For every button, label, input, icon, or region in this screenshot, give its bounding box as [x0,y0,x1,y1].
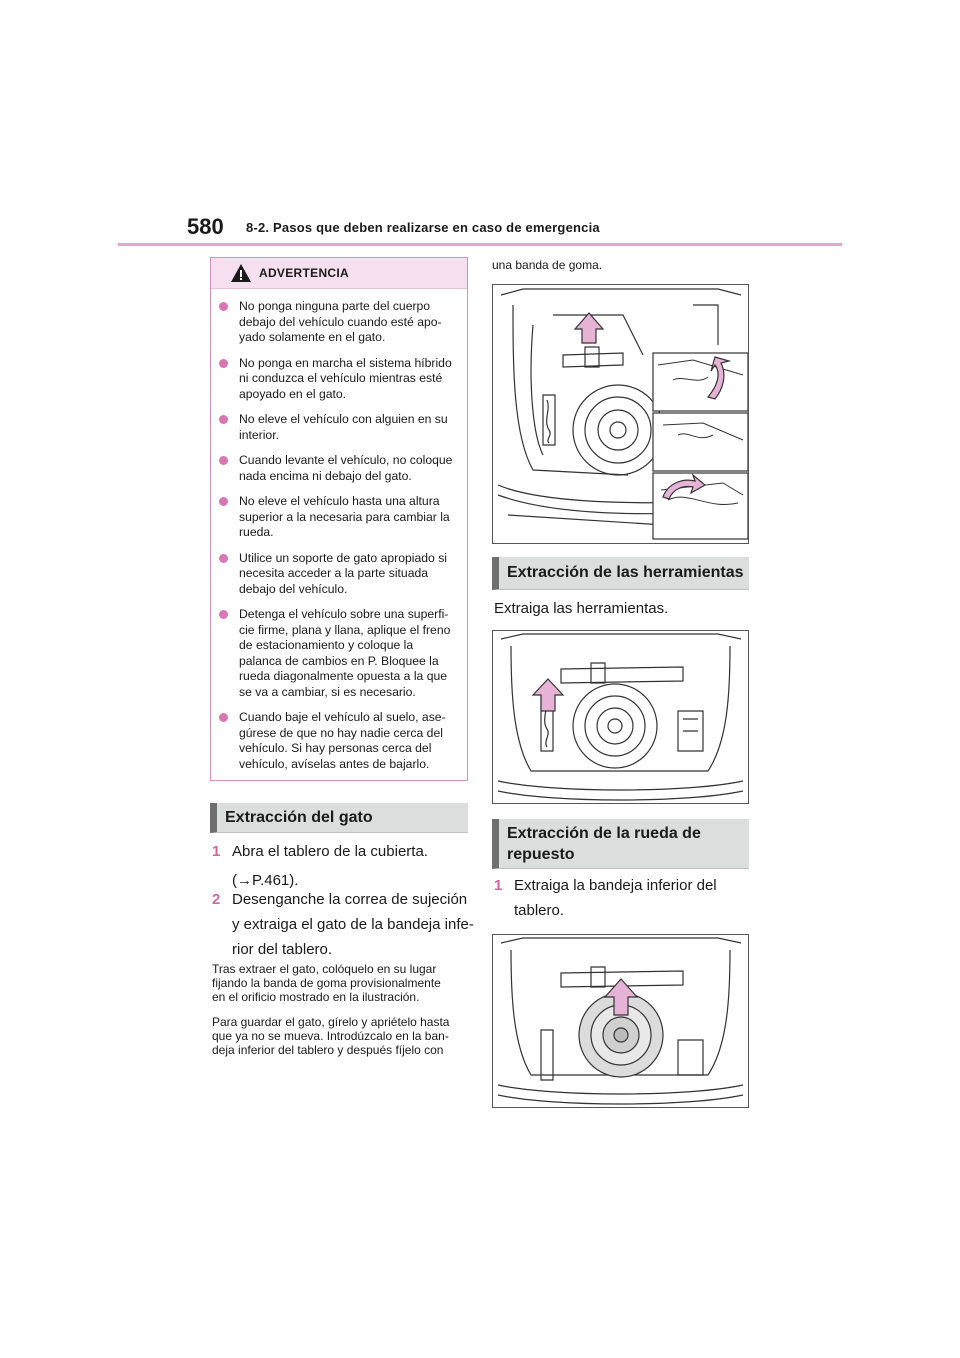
bullet-icon [219,610,228,619]
jack-note-2-continued: una banda de goma. [492,258,603,272]
bullet-icon [219,713,228,722]
warning-item: No ponga en marcha el sistema híbrido ni… [219,356,457,403]
warning-item: No eleve el vehículo hasta una altura su… [219,494,457,541]
page-number: 580 [187,214,224,239]
warning-box: ADVERTENCIA No ponga ninguna parte del c… [210,257,468,781]
warning-item: Utilice un soporte de gato apropiado si … [219,551,457,598]
jack-step-1: 1 Abra el tablero de la cubierta. (→P.46… [212,843,428,889]
jack-step-2: 2 Desenganche la correa de sujeción y ex… [212,891,474,958]
jack-removal-heading: Extracción del gato [210,803,468,833]
bullet-icon [219,415,228,424]
spare-tire-removal-heading: Extracción de la rueda de repuesto [492,819,749,869]
trunk-tools-illustration [497,633,744,801]
bullet-icon [219,456,228,465]
warning-item: No eleve el vehículo con alguien en su i… [219,412,457,443]
jack-location-illustration [492,284,749,544]
warning-item: Cuando baje el vehículo al suelo, ase-gú… [219,710,457,772]
header-rule [118,243,842,246]
bullet-icon [219,358,228,368]
lower-tray-illustration [492,934,749,1108]
tools-instruction: Extraiga las herramientas. [494,600,669,617]
warning-item: No ponga ninguna parte del cuerpo debajo… [219,299,457,346]
jack-note-1: Tras extraer el gato, colóquelo en su lu… [212,962,441,1004]
warning-title: ADVERTENCIA [259,266,349,280]
trunk-jack-illustration [497,288,749,540]
warning-triangle-icon [231,264,251,282]
warning-title-bar: ADVERTENCIA [211,258,467,289]
warning-item: Detenga el vehículo sobre una superfi-ci… [219,607,457,700]
bullet-icon [219,553,228,563]
warning-item: Cuando levante el vehículo, no coloque n… [219,453,457,484]
bullet-icon [219,302,228,311]
tools-location-illustration [492,630,749,804]
warning-list: No ponga ninguna parte del cuerpo debajo… [211,289,467,772]
spare-step-1: 1 Extraiga la bandeja inferior del table… [494,877,717,919]
jack-note-2: Para guardar el gato, gírelo y apriételo… [212,1015,450,1057]
section-title: 8-2. Pasos que deben realizarse en caso … [246,220,600,235]
bullet-icon [219,497,228,506]
tools-removal-heading: Extracción de las herramientas [492,557,749,590]
trunk-spare-tire-illustration [497,937,744,1105]
